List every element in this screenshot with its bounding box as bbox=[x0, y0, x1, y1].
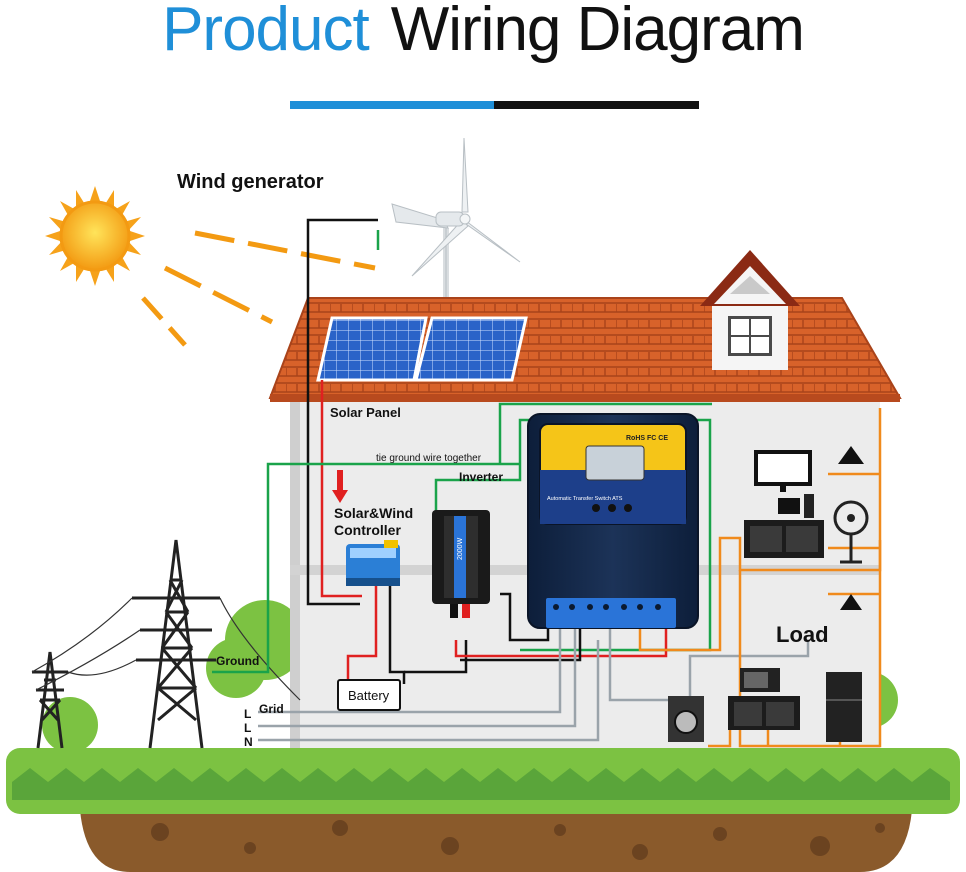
label-load: Load bbox=[776, 622, 829, 647]
label-controller-line1: Solar&Wind bbox=[334, 505, 413, 521]
ceiling-lamp-icon bbox=[838, 446, 864, 610]
arrow-down-icon bbox=[332, 470, 348, 503]
label-grid: Grid bbox=[259, 702, 284, 716]
label-inverter: Inverter bbox=[459, 470, 503, 484]
title-underline bbox=[290, 101, 699, 109]
label-wind-generator: Wind generator bbox=[177, 171, 324, 193]
desk-computer-icon bbox=[744, 494, 824, 558]
wires bbox=[212, 218, 882, 748]
refrigerator-icon bbox=[826, 672, 862, 742]
label-ground: Ground bbox=[216, 654, 259, 668]
tv-icon bbox=[754, 450, 812, 492]
title-product: Product bbox=[162, 0, 370, 64]
page-title: Product Wiring Diagram bbox=[0, 0, 966, 61]
sun-icon bbox=[45, 186, 145, 286]
title-wiring-diagram: Wiring Diagram bbox=[390, 0, 805, 64]
solar-panel-icon bbox=[316, 316, 528, 382]
label-battery: Battery bbox=[348, 688, 390, 703]
label-controller-line2: Controller bbox=[334, 522, 401, 538]
label-grid-l1: L bbox=[244, 707, 251, 721]
power-pylon-icon bbox=[32, 539, 220, 749]
inverter-icon: 2000W bbox=[432, 510, 490, 618]
charge-controller-icon bbox=[346, 540, 400, 586]
dormer-window bbox=[700, 250, 800, 370]
ground bbox=[6, 748, 960, 872]
label-grid-n: N bbox=[244, 735, 253, 749]
battery-icon bbox=[337, 679, 401, 711]
microwave-icon bbox=[728, 668, 800, 730]
label-tie-ground: tie ground wire together bbox=[376, 453, 482, 464]
wind-turbine-icon bbox=[391, 137, 521, 298]
ats-name: Automatic Transfer Switch ATS bbox=[547, 496, 623, 502]
ats-switch-icon: RoHS FC CE Automatic Transfer Switch ATS bbox=[527, 413, 699, 629]
inverter-rating: 2000W bbox=[457, 537, 464, 560]
washing-machine-icon bbox=[668, 696, 704, 742]
power-lines bbox=[31, 597, 301, 701]
label-grid-l2: L bbox=[244, 721, 251, 735]
label-solar-panel: Solar Panel bbox=[330, 405, 401, 420]
ats-certifications: RoHS FC CE bbox=[626, 435, 668, 442]
fan-icon bbox=[833, 500, 869, 564]
sunlight-rays bbox=[141, 230, 376, 347]
